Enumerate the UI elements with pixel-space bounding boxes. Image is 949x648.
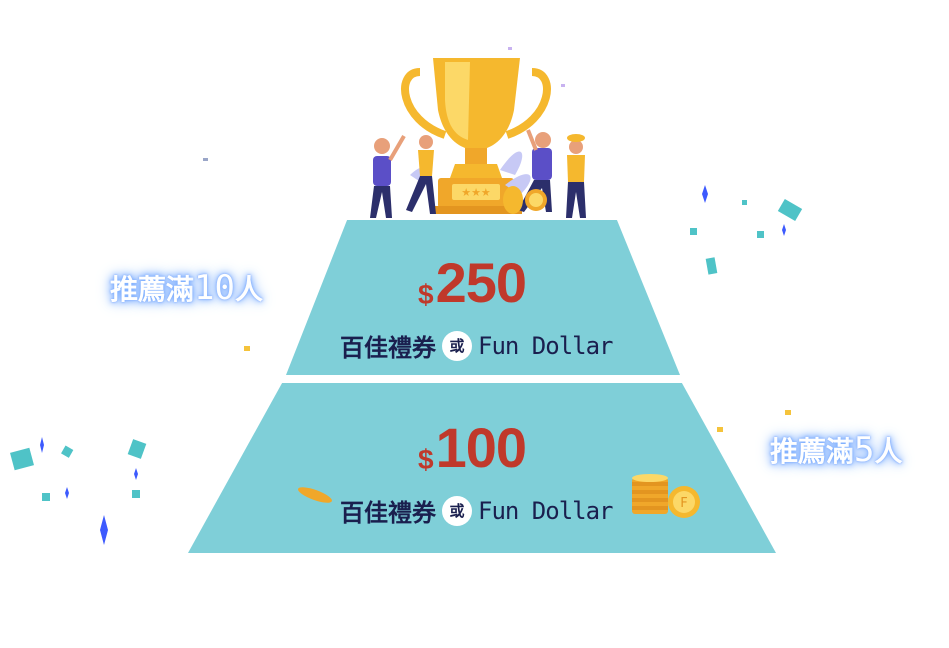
confetti-right: [690, 185, 803, 275]
tier-bottom-reward: 百佳禮券 或 Fun Dollar: [340, 493, 613, 528]
badge-label: 推薦滿: [110, 273, 195, 306]
trophy-icon: ★★★: [401, 58, 551, 214]
tier-top-reward: 百佳禮券 或 Fun Dollar: [340, 328, 613, 363]
referral-badge-5: 推薦滿5人: [770, 430, 903, 470]
svg-text:★★★: ★★★: [461, 186, 491, 199]
currency-symbol: $: [418, 444, 434, 475]
price-amount: 100: [435, 416, 527, 479]
tier-top-price: $250: [418, 250, 527, 315]
voucher-label: 百佳禮券: [340, 499, 436, 527]
currency-symbol: $: [418, 279, 434, 310]
voucher-label: 百佳禮券: [340, 334, 436, 362]
tier-bottom-price: $100: [418, 415, 527, 480]
fun-dollar-label: Fun Dollar: [478, 496, 613, 525]
or-badge: 或: [442, 330, 472, 361]
trophy-coin-icon: [503, 186, 547, 214]
referral-badge-10: 推薦滿10人: [110, 268, 263, 308]
badge-unit: 人: [234, 273, 263, 306]
badge-count: 10: [194, 268, 235, 308]
coin-stack-icon: F: [632, 474, 700, 518]
coin-icon: [297, 487, 333, 503]
confetti-left: [10, 437, 147, 545]
price-amount: 250: [435, 251, 527, 314]
pyramid-tier-bottom: [188, 383, 776, 553]
fun-dollar-label: Fun Dollar: [478, 331, 613, 360]
pyramid-tier-top: [286, 220, 680, 375]
badge-label: 推薦滿: [770, 435, 855, 468]
badge-count: 5: [854, 430, 875, 470]
or-badge: 或: [442, 495, 472, 526]
badge-unit: 人: [874, 435, 903, 468]
coin-letter: F: [680, 496, 687, 511]
